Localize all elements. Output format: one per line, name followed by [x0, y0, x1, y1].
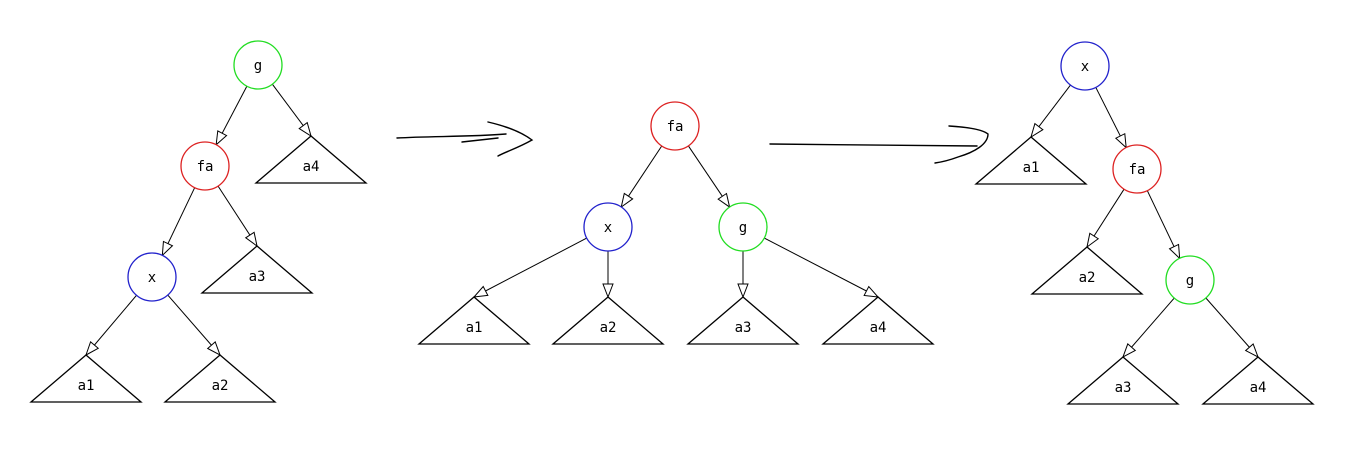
node-label: x [1081, 59, 1089, 75]
node-g: g [1165, 255, 1215, 305]
subtree-a2: a2 [163, 354, 277, 403]
edges-layer [85, 83, 1259, 359]
node-x: x [127, 252, 177, 302]
edge-x-a1 [85, 294, 137, 357]
edge-g-a3 [1122, 297, 1175, 359]
node-circle [650, 101, 700, 151]
subtree-triangle [200, 245, 314, 294]
subtree-triangle [1066, 356, 1180, 405]
node-x: x [583, 202, 633, 252]
node-x: x [1060, 41, 1110, 91]
node-label: x [148, 270, 156, 286]
subtree-a3: a3 [1066, 356, 1180, 405]
edge-fa-x [620, 145, 663, 209]
node-label: g [254, 58, 262, 74]
edge-g-a4 [764, 237, 880, 298]
node-circle [718, 202, 768, 252]
subtree-triangle [29, 354, 143, 403]
subtree-triangle [974, 136, 1088, 185]
edge-x-a2 [167, 294, 221, 357]
shapes-layer: g fa x a4 a3 a1 a2 fa x g a1 a2 a3 a4 x fa g a1 a2 a3 a4 [29, 40, 1315, 405]
edge-g-a4 [271, 83, 312, 138]
node-label: fa [667, 119, 684, 135]
node-circle [583, 202, 633, 252]
node-circle [1112, 144, 1162, 194]
subtree-a4: a4 [821, 296, 935, 345]
node-fa: fa [180, 141, 230, 191]
node-circle [127, 252, 177, 302]
transition-arrow [769, 125, 989, 164]
node-label: fa [1129, 162, 1146, 178]
edge-fa-a2 [1086, 188, 1125, 249]
node-circle [233, 40, 283, 90]
subtree-triangle [821, 296, 935, 345]
subtree-label: a2 [1079, 270, 1096, 286]
node-label: g [1186, 273, 1194, 289]
subtree-a2: a2 [1030, 246, 1144, 295]
subtree-label: a3 [735, 320, 752, 336]
subtree-a4: a4 [1201, 356, 1315, 405]
subtree-a2: a2 [551, 296, 665, 345]
subtree-triangle [551, 296, 665, 345]
subtree-triangle [163, 354, 277, 403]
node-circle [1060, 41, 1110, 91]
subtree-a1: a1 [29, 354, 143, 403]
subtree-label: a2 [600, 320, 617, 336]
edge-fa-a3 [217, 185, 258, 248]
node-label: fa [197, 159, 214, 175]
subtree-label: a2 [212, 378, 229, 394]
subtree-label: a4 [303, 159, 320, 175]
edge-fa-x [161, 187, 196, 257]
subtree-a3: a3 [200, 245, 314, 294]
edge-fa-g [1146, 190, 1181, 260]
transitions-layer [396, 121, 989, 164]
subtree-a1: a1 [974, 136, 1088, 185]
edge-g-a4 [1205, 297, 1259, 359]
subtree-a1: a1 [417, 296, 531, 345]
subtree-a3: a3 [686, 296, 800, 345]
edge-x-fa [1095, 87, 1127, 149]
subtree-a4: a4 [254, 135, 368, 184]
edge-x-a1 [1030, 84, 1071, 139]
node-g: g [233, 40, 283, 90]
subtree-triangle [254, 135, 368, 184]
node-label: x [604, 220, 612, 236]
transition-arrow [396, 121, 534, 157]
subtree-triangle [1201, 356, 1315, 405]
edge-g-fa [215, 86, 248, 146]
subtree-label: a4 [870, 320, 887, 336]
node-label: g [739, 220, 747, 236]
edge-x-a1 [472, 237, 587, 298]
subtree-triangle [417, 296, 531, 345]
node-circle [1165, 255, 1215, 305]
subtree-triangle [686, 296, 800, 345]
subtree-label: a1 [78, 378, 95, 394]
edge-fa-g [687, 145, 731, 209]
subtree-label: a3 [249, 269, 266, 285]
node-circle [180, 141, 230, 191]
subtree-triangle [1030, 246, 1144, 295]
node-fa: fa [1112, 144, 1162, 194]
subtree-label: a1 [466, 320, 483, 336]
subtree-label: a4 [1250, 380, 1267, 396]
node-fa: fa [650, 101, 700, 151]
subtree-label: a1 [1023, 160, 1040, 176]
subtree-label: a3 [1115, 380, 1132, 396]
node-g: g [718, 202, 768, 252]
